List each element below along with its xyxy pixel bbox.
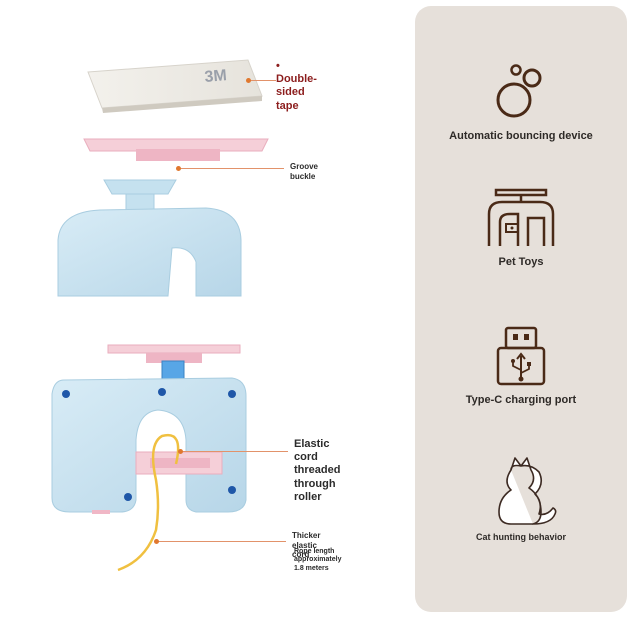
- feature-label: Automatic bouncing device: [449, 130, 593, 142]
- feature-cat-hunting: Cat hunting behavior: [415, 452, 627, 542]
- groove-buckle-plate: [83, 138, 269, 161]
- device-body: [51, 377, 247, 514]
- groove-label: Groove buckle: [290, 162, 319, 181]
- mount-plate-lower: [107, 344, 241, 380]
- elastic-label-line1: Elastic cord threaded: [294, 438, 341, 477]
- feature-type-c-port: Type-C charging port: [415, 326, 627, 406]
- feature-automatic-bouncing: Automatic bouncing device: [415, 62, 627, 142]
- feature-pet-toys: Pet Toys: [415, 188, 627, 268]
- feature-label: Cat hunting behavior: [476, 532, 566, 542]
- double-sided-tape: 3M: [87, 59, 263, 113]
- bubbles-icon: [496, 64, 542, 118]
- elastic-cord: [117, 433, 180, 572]
- tape-label-line1: Double-: [276, 73, 317, 86]
- feature-panel: Automatic bouncing device Pet Toys: [415, 6, 627, 612]
- callout-dot: [154, 539, 159, 544]
- tape-bullet: •: [276, 60, 280, 72]
- cat-tree-icon: [487, 188, 555, 246]
- roller-block: [135, 451, 223, 475]
- callout-dot: [176, 166, 181, 171]
- callout-dot: [246, 78, 251, 83]
- feature-label: Type-C charging port: [465, 394, 577, 406]
- elastic-label-line2: through roller: [294, 477, 336, 503]
- feature-label: Pet Toys: [498, 256, 544, 268]
- product-illustration: 3M: [51, 59, 269, 572]
- callout-dot: [178, 449, 183, 454]
- tape-label-line2: sided tape: [276, 86, 305, 112]
- thicker-label: Thicker elastic cord: [292, 531, 321, 560]
- cat-silhouette-icon: [498, 457, 557, 525]
- rope-length-note: Rope length approximately 1.8 meters: [294, 548, 342, 572]
- usb-port-icon: [496, 326, 546, 386]
- device-top: [57, 179, 242, 297]
- tape-brand-text: 3M: [204, 67, 228, 86]
